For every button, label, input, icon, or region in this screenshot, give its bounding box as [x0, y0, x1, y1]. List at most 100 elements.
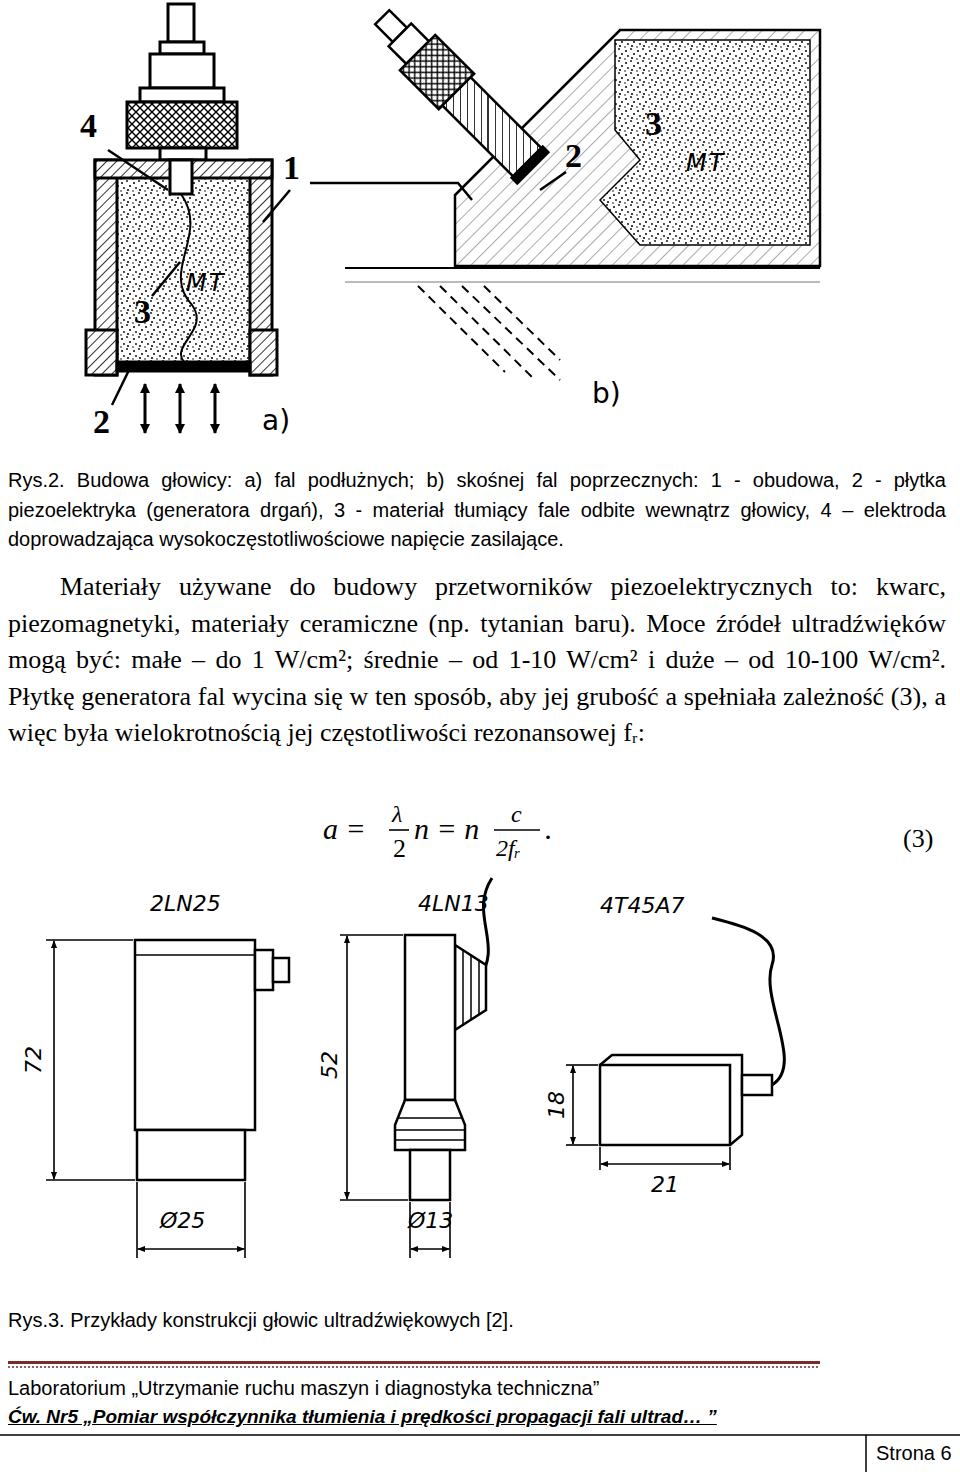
- probe-2ln25: [135, 940, 289, 1180]
- footer-rule: [8, 1366, 820, 1368]
- leader-lines: [108, 150, 566, 405]
- dimension: 52: [319, 1051, 341, 1079]
- dimension: 72: [23, 1046, 45, 1074]
- damping-material: [600, 40, 810, 245]
- piezo-plate: [512, 147, 549, 184]
- leader-line: [108, 150, 168, 190]
- extension-line: [340, 1199, 408, 1201]
- callout-number: 3: [645, 104, 662, 143]
- leader-line: [152, 262, 180, 296]
- probe-flare: [395, 1100, 465, 1150]
- probe-model: 2LN25: [150, 893, 221, 915]
- dimension-line: [138, 1248, 244, 1250]
- wave-rays: [418, 286, 560, 380]
- test-surface: [345, 267, 820, 269]
- connector-socket: [273, 958, 289, 982]
- callout-number: 2: [565, 136, 582, 175]
- equation-term: n = n: [414, 814, 479, 844]
- connector-pin: [168, 4, 194, 42]
- flare-ribs: [395, 1118, 465, 1140]
- callout-number: 4: [80, 106, 97, 145]
- fraction-bar: [389, 829, 409, 831]
- equation-term: c: [511, 802, 522, 826]
- dimension: 21: [651, 1174, 679, 1196]
- body-edge: [135, 954, 255, 956]
- probe-face: [410, 1150, 450, 1200]
- strain-relief-ribs: [463, 950, 479, 1025]
- extension-line: [136, 1182, 138, 1258]
- footer-rule: [0, 1434, 960, 1436]
- material-label: MT: [186, 270, 225, 298]
- figure-caption: Rys.2. Budowa głowicy: a) fal podłużnych…: [8, 466, 946, 555]
- connector-socket: [255, 950, 273, 990]
- wave-arrows: [145, 384, 215, 433]
- probe-4ln13: [395, 878, 492, 1200]
- extension-line: [244, 1182, 246, 1258]
- fraction-bar: [494, 829, 540, 831]
- equation-term: 2fᵣ: [496, 836, 521, 860]
- probe-body: [365, 0, 551, 186]
- leader-line: [112, 368, 130, 405]
- probe-model: 4LN13: [418, 893, 489, 915]
- leader-line: [263, 190, 290, 222]
- footer-divider: [865, 1435, 867, 1472]
- housing-ring: [86, 330, 117, 375]
- extension-line: [46, 1179, 135, 1181]
- subfigure-label: a): [262, 405, 290, 437]
- probe-model: 4T45A7: [600, 895, 684, 917]
- dimension-line: [572, 1066, 574, 1144]
- dimensions-4t45a7: [566, 1065, 730, 1170]
- page-number: Strona 6: [876, 1442, 952, 1465]
- damping-material: [117, 178, 250, 362]
- dimension: 18: [546, 1091, 568, 1119]
- dimension: Ø25: [160, 1210, 205, 1232]
- connector-body: [150, 54, 214, 88]
- equation-term: 2: [393, 836, 406, 862]
- piezo-plate: [117, 362, 250, 371]
- dimensions-2ln25: [46, 940, 245, 1258]
- equation-term: λ: [392, 802, 402, 826]
- extension-line: [46, 939, 133, 941]
- cable-plug: [742, 1075, 772, 1095]
- wave-ray: [484, 286, 560, 360]
- electrode: [170, 160, 192, 194]
- box-top: [600, 1055, 742, 1145]
- dimension: Ø13: [408, 1210, 453, 1232]
- extension-line: [729, 1147, 731, 1170]
- probe-body: [135, 940, 255, 1130]
- wave-arrow: [214, 384, 217, 433]
- equation-term: .: [545, 814, 553, 844]
- wave-arrow: [144, 384, 147, 433]
- footer-rule: [8, 1361, 820, 1364]
- connector-flange: [140, 88, 224, 102]
- wave-arrow: [179, 384, 182, 433]
- leader-line: [310, 183, 472, 200]
- extension-line: [566, 1064, 598, 1066]
- leader-line: [540, 172, 566, 190]
- body-paragraph: Materiały używane do budowy przetwornikó…: [8, 569, 946, 752]
- probe-body: [405, 935, 455, 1100]
- probe-4t45a7: [600, 918, 784, 1145]
- extension-line: [599, 1147, 601, 1170]
- figure-caption: Rys.3. Przykłady konstrukcji głowic ultr…: [8, 1309, 514, 1332]
- wave-ray: [418, 286, 505, 372]
- probe-box: [600, 1065, 730, 1145]
- extension-line: [340, 934, 403, 936]
- wave-ray: [462, 286, 560, 380]
- equation-term: a =: [323, 814, 366, 844]
- angle-probe: [345, 0, 820, 380]
- footer-text: Laboratorium „Utrzymanie ruchu maszyn i …: [8, 1377, 599, 1400]
- dimension-line: [53, 941, 55, 1179]
- callout-number: 1: [283, 148, 300, 187]
- straight-probe: [86, 4, 277, 375]
- dimension-line: [346, 936, 348, 1199]
- extension-line: [566, 1144, 598, 1146]
- connector-collar: [160, 42, 204, 54]
- dimension-line: [601, 1163, 729, 1165]
- housing-ring: [250, 330, 277, 375]
- subfigure-label: b): [592, 378, 621, 410]
- callout-number: 2: [93, 402, 110, 441]
- footer-text: Ćw. Nr5 „Pomiar współczynnika tłumienia …: [8, 1406, 717, 1428]
